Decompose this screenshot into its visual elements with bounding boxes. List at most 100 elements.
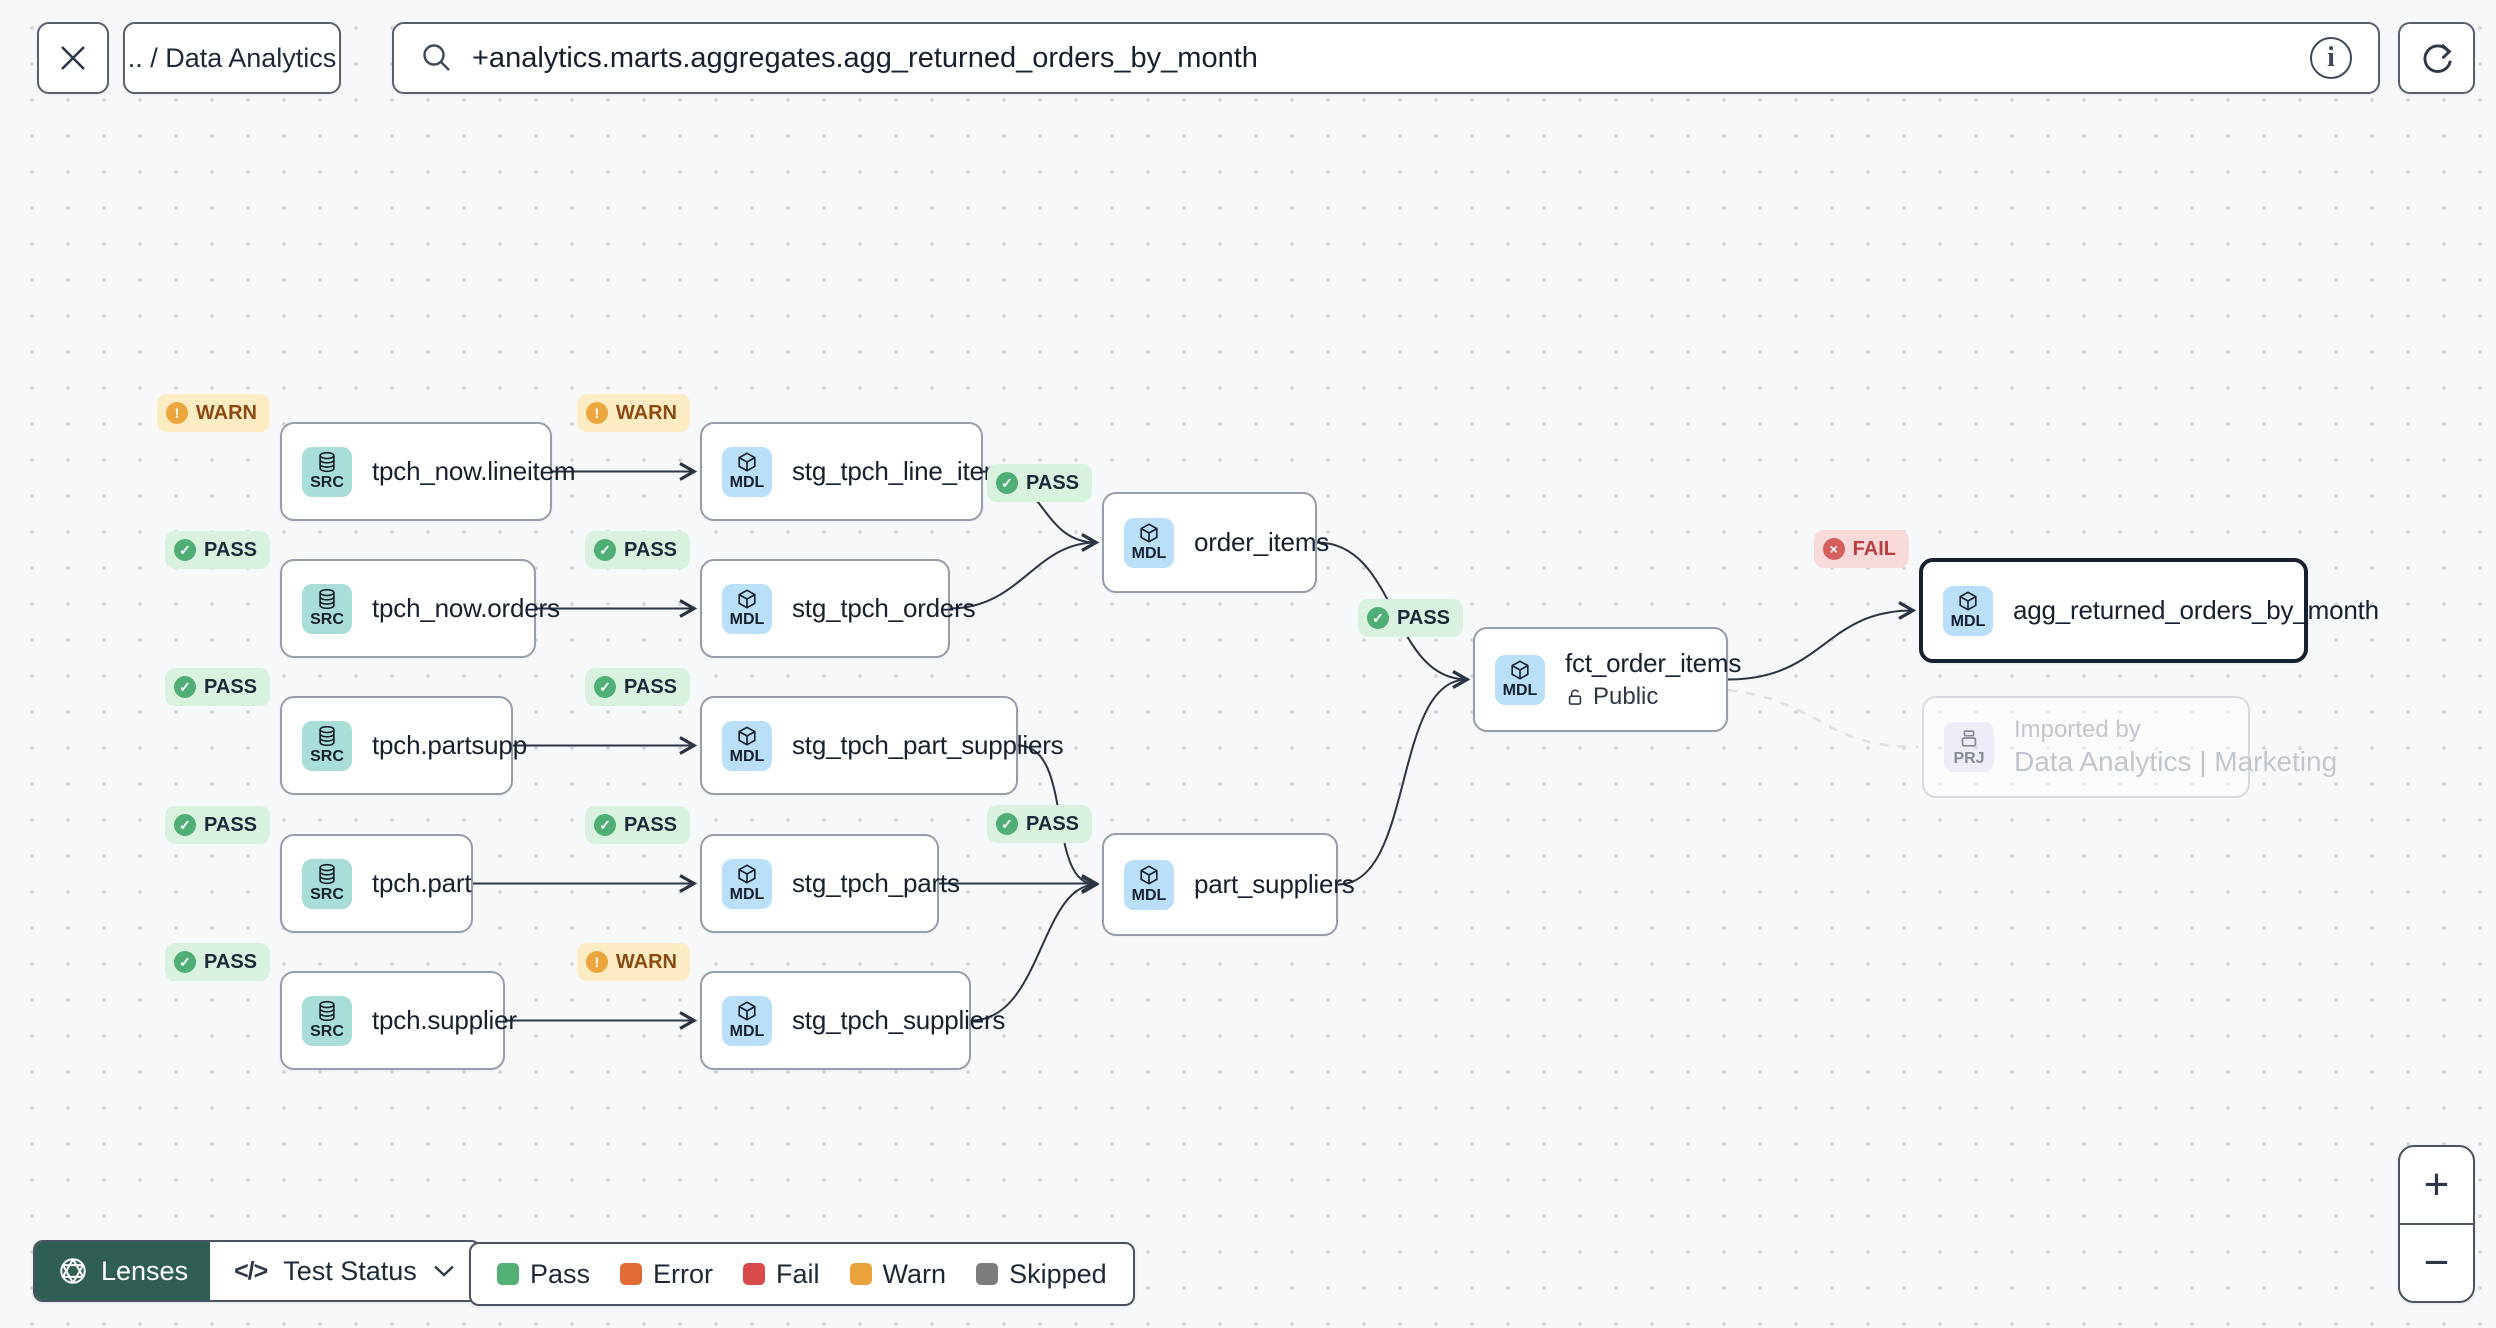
model-kind-badge: MDL <box>722 995 772 1046</box>
check-icon: ✓ <box>174 951 197 973</box>
source-kind-badge: SRC <box>302 995 352 1046</box>
model-kind-badge: MDL <box>722 446 772 497</box>
status-badge: !WARN <box>576 394 690 432</box>
warn-swatch <box>849 1263 872 1285</box>
status-badge: ✓PASS <box>585 668 690 706</box>
node-title: tpch.part <box>372 868 472 898</box>
model-kind-badge: MDL <box>722 720 772 771</box>
status-badge: ✓PASS <box>585 806 690 844</box>
node-title: stg_tpch_part_suppliers <box>792 730 1064 760</box>
aperture-icon <box>60 1258 86 1284</box>
model-kind-badge: MDL <box>722 858 772 909</box>
check-icon: ✓ <box>174 814 197 836</box>
breadcrumb[interactable]: .. / Data Analytics <box>123 22 341 94</box>
status-badge: ×FAIL <box>1813 530 1909 568</box>
status-badge: ✓PASS <box>165 531 270 569</box>
search-bar[interactable]: i <box>392 22 2380 94</box>
search-input[interactable] <box>472 41 2292 75</box>
node-title: order_items <box>1194 527 1330 557</box>
node-title: stg_tpch_orders <box>792 593 976 623</box>
fail-swatch <box>743 1263 766 1285</box>
status-badge: ✓PASS <box>585 531 690 569</box>
lenses-control[interactable]: Lenses </> Test Status <box>33 1240 481 1302</box>
legend-item-fail: Fail <box>743 1259 820 1290</box>
node-title: fct_order_items <box>1565 648 1742 678</box>
access-level: Public <box>1565 683 1741 711</box>
node-title: tpch_now.lineitem <box>372 456 576 486</box>
imported-by-projects: Data Analytics | Marketing <box>2014 746 2338 777</box>
breadcrumb-label: .. / Data Analytics <box>127 42 337 73</box>
cube-icon <box>738 864 756 884</box>
source-kind-badge: SRC <box>302 720 352 771</box>
code-icon: </> <box>234 1256 268 1285</box>
refresh-icon <box>2423 43 2452 73</box>
node-title: tpch_now.orders <box>372 593 560 623</box>
zoom-controls[interactable]: + − <box>2398 1145 2475 1303</box>
model-kind-badge: MDL <box>1495 654 1545 705</box>
legend-item-pass: Pass <box>497 1259 590 1290</box>
cube-icon <box>738 589 756 609</box>
cube-icon <box>738 726 756 746</box>
error-swatch <box>620 1263 643 1285</box>
legend-item-skipped: Skipped <box>976 1259 1107 1290</box>
lens-selector[interactable]: </> Test Status <box>210 1242 479 1300</box>
model-kind-badge: MDL <box>1943 585 1993 636</box>
cube-icon <box>1140 523 1158 543</box>
fail-icon: × <box>1822 538 1845 560</box>
test-status-legend: Pass Error Fail Warn Skipped <box>469 1242 1135 1306</box>
refresh-button[interactable] <box>2398 22 2475 94</box>
zoom-out-button[interactable]: − <box>2423 1238 2450 1287</box>
model-kind-badge: MDL <box>1124 517 1174 568</box>
cube-icon <box>738 452 756 472</box>
chevron-down-icon <box>433 1265 454 1277</box>
check-icon: ✓ <box>996 472 1019 494</box>
cube-icon <box>1511 660 1529 680</box>
imported-by-label: Imported by <box>2014 716 2141 743</box>
close-button[interactable] <box>37 22 109 94</box>
check-icon: ✓ <box>594 814 617 836</box>
legend-item-error: Error <box>620 1259 713 1290</box>
legend-item-warn: Warn <box>849 1259 946 1290</box>
source-kind-badge: SRC <box>302 858 352 909</box>
lenses-button[interactable]: Lenses <box>35 1242 211 1300</box>
cube-icon <box>1959 591 1977 611</box>
warn-icon: ! <box>585 951 608 973</box>
warn-icon: ! <box>585 402 608 424</box>
status-badge: ✓PASS <box>165 806 270 844</box>
node-title: tpch.partsupp <box>372 730 527 760</box>
node-title: stg_tpch_parts <box>792 868 960 898</box>
project-kind-badge: PRJ <box>1944 722 1994 772</box>
archive-icon <box>1961 729 1977 747</box>
database-icon <box>319 588 335 610</box>
database-icon <box>319 863 335 885</box>
status-badge: ✓PASS <box>1358 599 1463 637</box>
check-icon: ✓ <box>174 676 197 698</box>
selected-lens-label: Test Status <box>283 1255 417 1286</box>
node-title: part_suppliers <box>1194 869 1355 899</box>
status-badge: ✓PASS <box>165 668 270 706</box>
node-title: tpch.supplier <box>372 1005 517 1035</box>
check-icon: ✓ <box>594 539 617 561</box>
close-icon <box>61 46 85 70</box>
info-icon[interactable]: i <box>2310 37 2352 79</box>
search-icon <box>423 44 450 71</box>
source-kind-badge: SRC <box>302 583 352 634</box>
status-badge: !WARN <box>156 394 270 432</box>
cube-icon <box>1140 865 1158 885</box>
status-badge: ✓PASS <box>987 464 1092 502</box>
cube-icon <box>738 1001 756 1021</box>
node-title: stg_tpch_suppliers <box>792 1005 1006 1035</box>
zoom-in-button[interactable]: + <box>2400 1147 2473 1225</box>
model-kind-badge: MDL <box>722 583 772 634</box>
skipped-swatch <box>976 1263 999 1285</box>
status-badge: !WARN <box>576 943 690 981</box>
model-kind-badge: MDL <box>1124 859 1174 910</box>
source-kind-badge: SRC <box>302 446 352 497</box>
node-title: agg_returned_orders_by_month <box>2013 595 2379 625</box>
node-title: stg_tpch_line_items <box>792 456 1018 486</box>
pass-swatch <box>497 1263 519 1285</box>
check-icon: ✓ <box>174 539 197 561</box>
database-icon <box>319 1000 335 1022</box>
warn-icon: ! <box>165 402 188 424</box>
database-icon <box>319 451 335 473</box>
